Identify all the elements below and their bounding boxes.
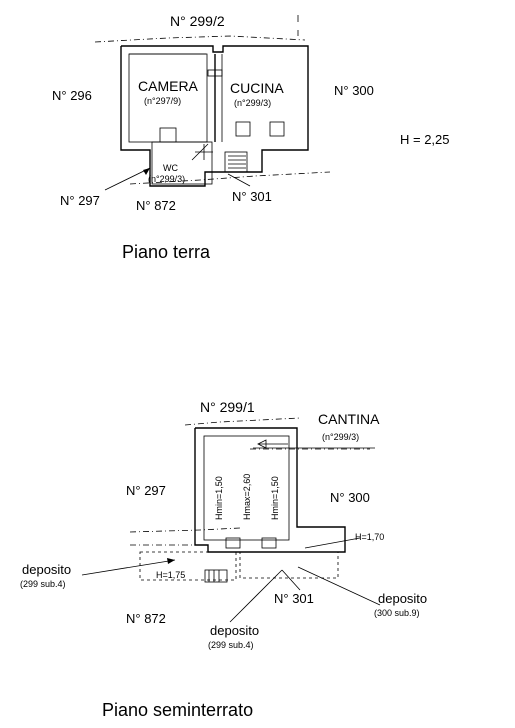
deposit-area-right — [239, 551, 339, 579]
parcel-boundary-south — [129, 171, 331, 185]
wc-ref: (n°299/3) — [148, 174, 185, 184]
leader-dep-right — [297, 566, 381, 606]
door-opening — [207, 69, 223, 77]
deposito-right-ref: (300 sub.9) — [374, 608, 420, 618]
cantina-opening — [261, 537, 277, 549]
leader-301 — [281, 569, 301, 591]
leader-dep-left — [81, 559, 176, 576]
deposit-area-left — [139, 551, 237, 581]
ground-parcel-north: N° 299/2 — [170, 13, 225, 29]
deposito-left-ref: (299 sub.4) — [20, 579, 66, 589]
leader-line-301 — [227, 173, 251, 187]
cantina-inner-wall — [203, 435, 290, 541]
cucina-label: CUCINA — [230, 80, 284, 96]
leader-dep-bottom — [229, 569, 283, 623]
dim-hmin-right: Hmin=1,50 — [270, 476, 280, 520]
ground-parcel-west: N° 296 — [52, 88, 92, 103]
leader-arrow — [143, 168, 150, 175]
dim-hmin-left: Hmin=1,50 — [214, 476, 224, 520]
basement-parcel-s: N° 301 — [274, 591, 314, 606]
basement-floor-title: Piano seminterrato — [102, 700, 253, 720]
wc-door-arc — [191, 143, 209, 161]
deposito-right-label: deposito — [378, 591, 427, 606]
door-opening — [269, 121, 285, 137]
height-right-label: H=1,70 — [355, 532, 384, 542]
ground-parcel-se: N° 301 — [232, 189, 272, 204]
wc-room-outline — [151, 141, 213, 185]
basement-floor-plan: N° 299/1 CANTINA (n°299/3) N° 297 N° 300… — [20, 399, 427, 720]
ground-floor-plan: N° 299/2 N° 296 N° 300 H = 2,25 N° 297 N… — [52, 13, 450, 262]
leader-arrow — [167, 558, 175, 564]
ground-outer-wall — [120, 45, 309, 187]
camera-label: CAMERA — [138, 78, 199, 94]
ground-height-label: H = 2,25 — [400, 132, 450, 147]
ground-floor-title: Piano terra — [122, 242, 211, 262]
leader-line-297 — [104, 167, 151, 191]
basement-parcel-west: N° 297 — [126, 483, 166, 498]
leader-h170 — [304, 537, 361, 549]
wc-label: WC — [163, 163, 178, 173]
ground-parcel-east: N° 300 — [334, 83, 374, 98]
basement-parcel-north: N° 299/1 — [200, 399, 255, 415]
camera-ref: (n°297/9) — [144, 96, 181, 106]
door-opening — [235, 121, 251, 137]
cantina-label: CANTINA — [318, 411, 380, 427]
stair-symbol — [224, 151, 248, 173]
height-left-label: H=1,75 — [156, 570, 185, 580]
ground-parcel-sw: N° 297 — [60, 193, 100, 208]
ground-parcel-s: N° 872 — [136, 198, 176, 213]
cucina-ref: (n°299/3) — [234, 98, 271, 108]
door-opening — [159, 127, 177, 143]
cantina-opening — [225, 537, 241, 549]
basement-parcel-sw: N° 872 — [126, 611, 166, 626]
deposito-bottom-label: deposito — [210, 623, 259, 638]
parcel-boundary-north — [94, 35, 306, 43]
deposito-bottom-ref: (299 sub.4) — [208, 640, 254, 650]
basement-parcel-east: N° 300 — [330, 490, 370, 505]
basement-boundary-south — [129, 527, 241, 533]
deposito-left-label: deposito — [22, 562, 71, 577]
basement-boundary-north — [184, 417, 301, 426]
deposit-stair-symbol — [204, 569, 228, 583]
cantina-ref: (n°299/3) — [322, 432, 359, 442]
dim-hmax: Hmax=2,60 — [242, 474, 252, 520]
slope-arrowhead — [257, 439, 267, 449]
cantina-outer-wall — [194, 427, 346, 553]
